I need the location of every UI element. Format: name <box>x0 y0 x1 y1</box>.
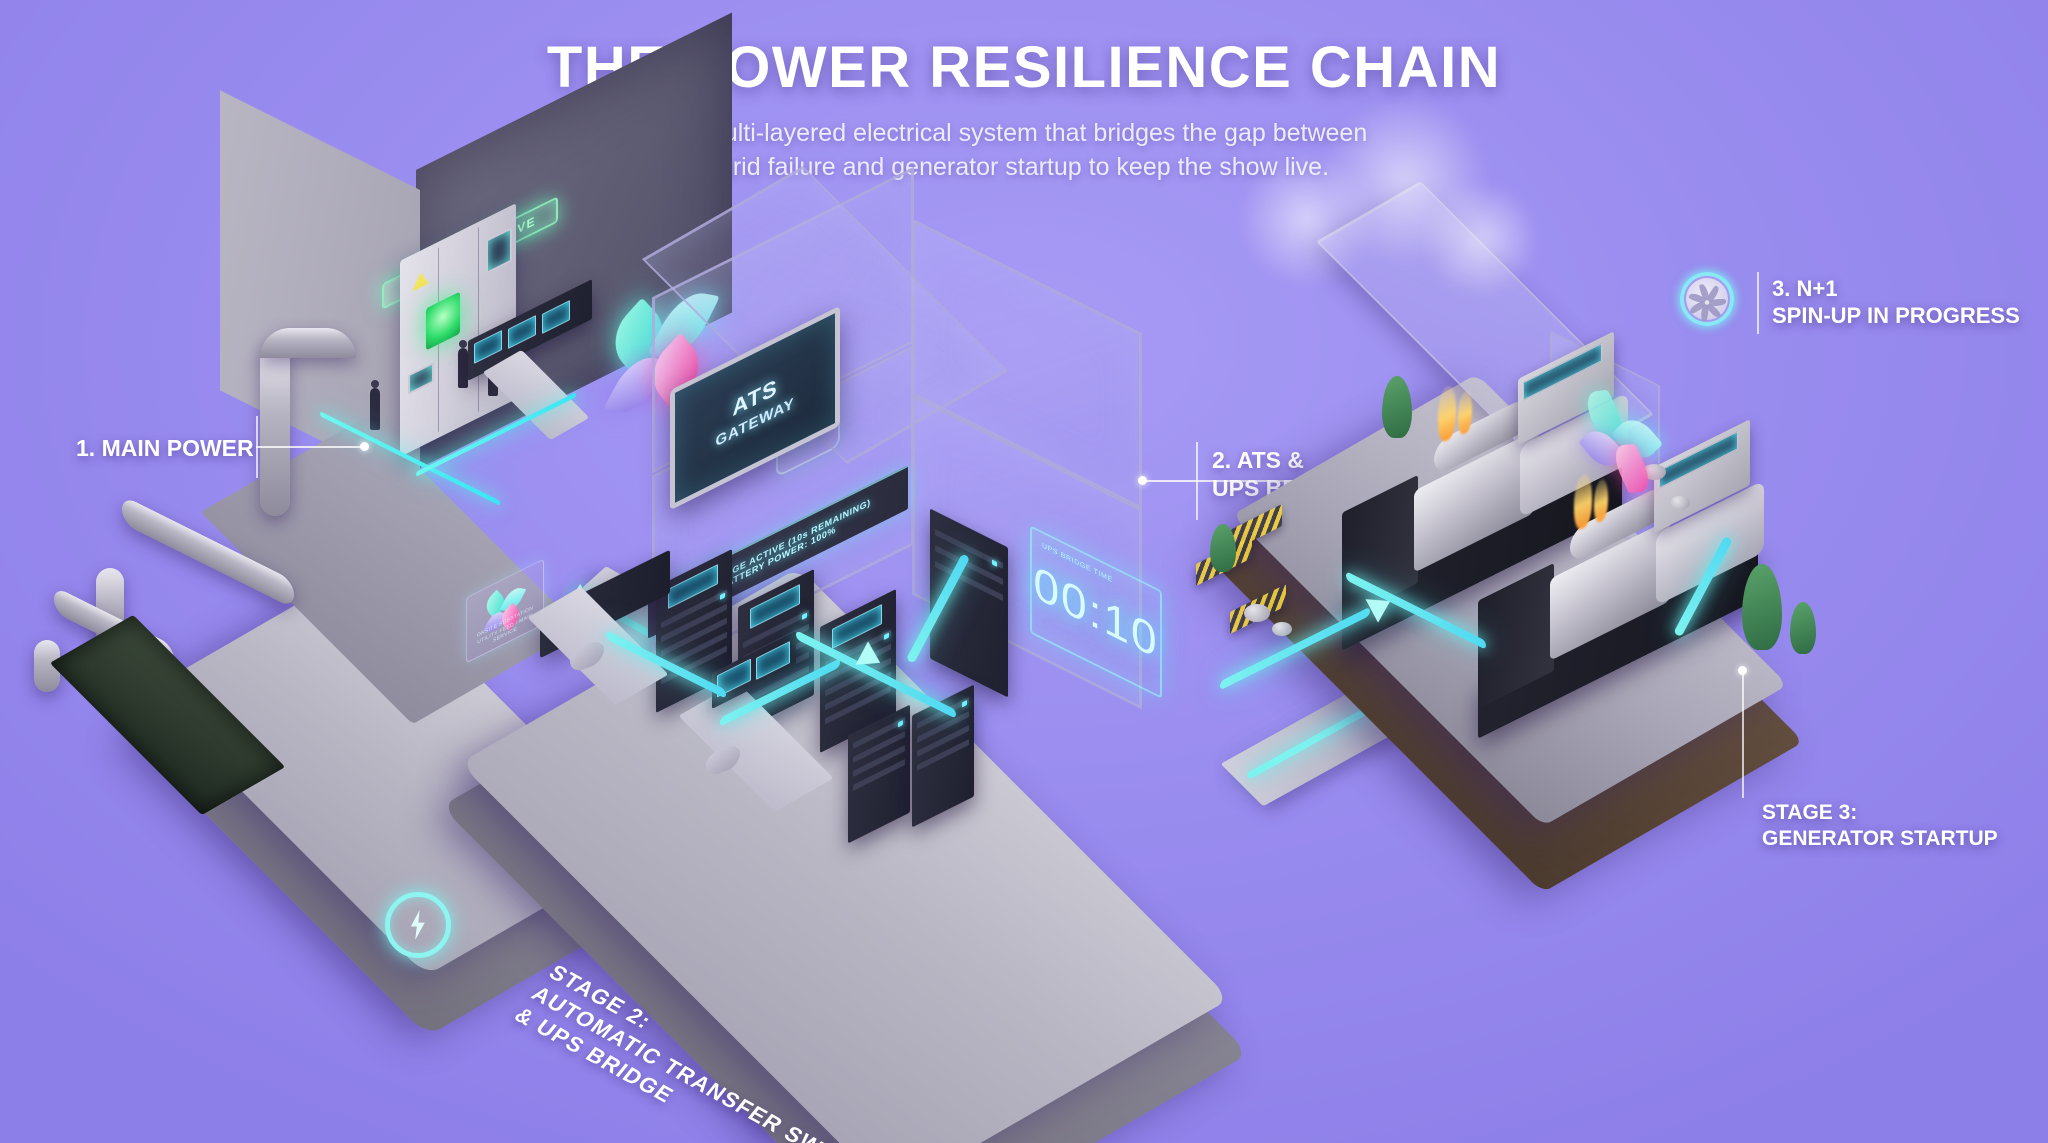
callout-ats-ups-line-1: 2. ATS & <box>1212 447 1305 473</box>
subtitle-line-2: grid failure and generator startup to ke… <box>718 152 1330 181</box>
fan-blade <box>1709 299 1726 306</box>
rack-status-led <box>898 720 903 728</box>
page-subtitle: A multi-layered electrical system that b… <box>0 117 2048 184</box>
monitor[interactable] <box>474 329 502 364</box>
scene-main-power: MAIN GRID ACTIVE <box>34 12 810 1037</box>
hazard-warning-icon <box>412 268 429 291</box>
shrub <box>1210 524 1236 572</box>
leader-endpoint-dot <box>1138 476 1147 485</box>
leader-line-vertical <box>1742 672 1744 798</box>
callout-main-power-label: 1. MAIN POWER <box>76 435 254 461</box>
cabinet-display[interactable] <box>408 361 434 395</box>
gravel-stone <box>1244 604 1270 622</box>
leader-line-vertical <box>1196 442 1198 520</box>
callout-spin-up-line-2: SPIN-UP IN PROGRESS <box>1772 302 2020 328</box>
callout-main-power: 1. MAIN POWER <box>76 434 254 462</box>
leader-line-horizontal <box>256 446 364 448</box>
exhaust-smoke <box>1416 184 1546 294</box>
leader-endpoint-dot <box>360 442 369 451</box>
lightning-bolt-icon <box>410 910 425 940</box>
cabinet-display[interactable] <box>486 227 512 275</box>
callout-generator-startup: STAGE 3: GENERATOR STARTUP <box>1762 800 1998 851</box>
monitor[interactable] <box>508 315 536 349</box>
operator-figure <box>370 380 380 430</box>
callout-generator-startup-line-1: STAGE 3: <box>1762 801 1858 824</box>
subtitle-line-1: A multi-layered electrical system that b… <box>680 119 1368 147</box>
leader-line-vertical <box>1757 272 1759 334</box>
control-panel-display[interactable] <box>1659 431 1738 489</box>
callout-generator-startup-line-2: GENERATOR STARTUP <box>1762 826 1998 850</box>
rack-status-led <box>884 632 889 641</box>
shrub <box>1790 602 1816 654</box>
gravel-stone <box>1670 496 1690 510</box>
rack-status-led <box>962 700 967 708</box>
leader-line-horizontal <box>1145 480 1295 482</box>
callout-spin-up-line-1: 3. N+1 <box>1772 276 1838 301</box>
fan-turbine-badge <box>1672 264 1742 334</box>
conduit-pipe-elbow <box>260 328 356 358</box>
rack-status-led <box>720 592 725 601</box>
callout-spin-up: 3. N+1 SPIN-UP IN PROGRESS <box>1772 276 2020 330</box>
operator-figure <box>458 340 468 388</box>
fan-disc <box>1686 278 1728 322</box>
leader-endpoint-dot <box>1738 666 1747 675</box>
power-bolt-badge <box>385 892 451 958</box>
page-title: THE POWER RESILIENCE CHAIN <box>546 35 1502 100</box>
tree <box>1742 564 1782 650</box>
shrub <box>1382 376 1412 438</box>
conduit-pipe-vertical <box>260 346 290 516</box>
cabinet-seam <box>478 227 479 413</box>
scene-generators <box>1196 100 2010 893</box>
rack-status-led <box>802 612 807 621</box>
gravel-stone <box>1272 622 1292 636</box>
